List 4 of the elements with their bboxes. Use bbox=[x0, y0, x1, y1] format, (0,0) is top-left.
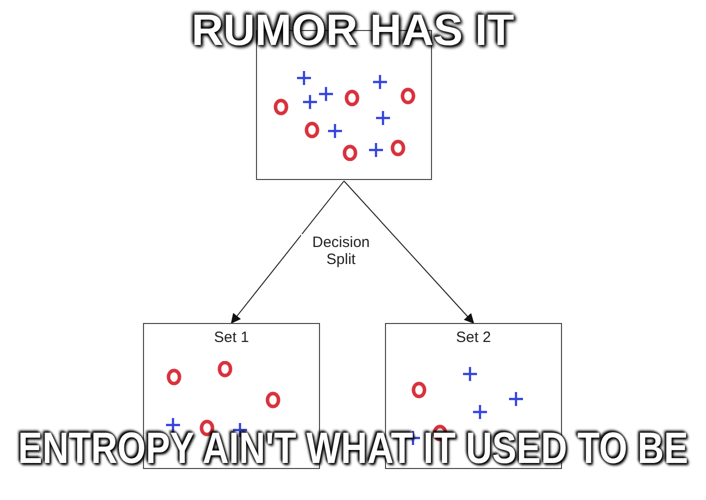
box-title: Set 2 bbox=[456, 329, 492, 346]
box-title: Set 1 bbox=[214, 329, 250, 346]
arrow bbox=[344, 180, 474, 324]
arrow bbox=[230, 180, 344, 324]
